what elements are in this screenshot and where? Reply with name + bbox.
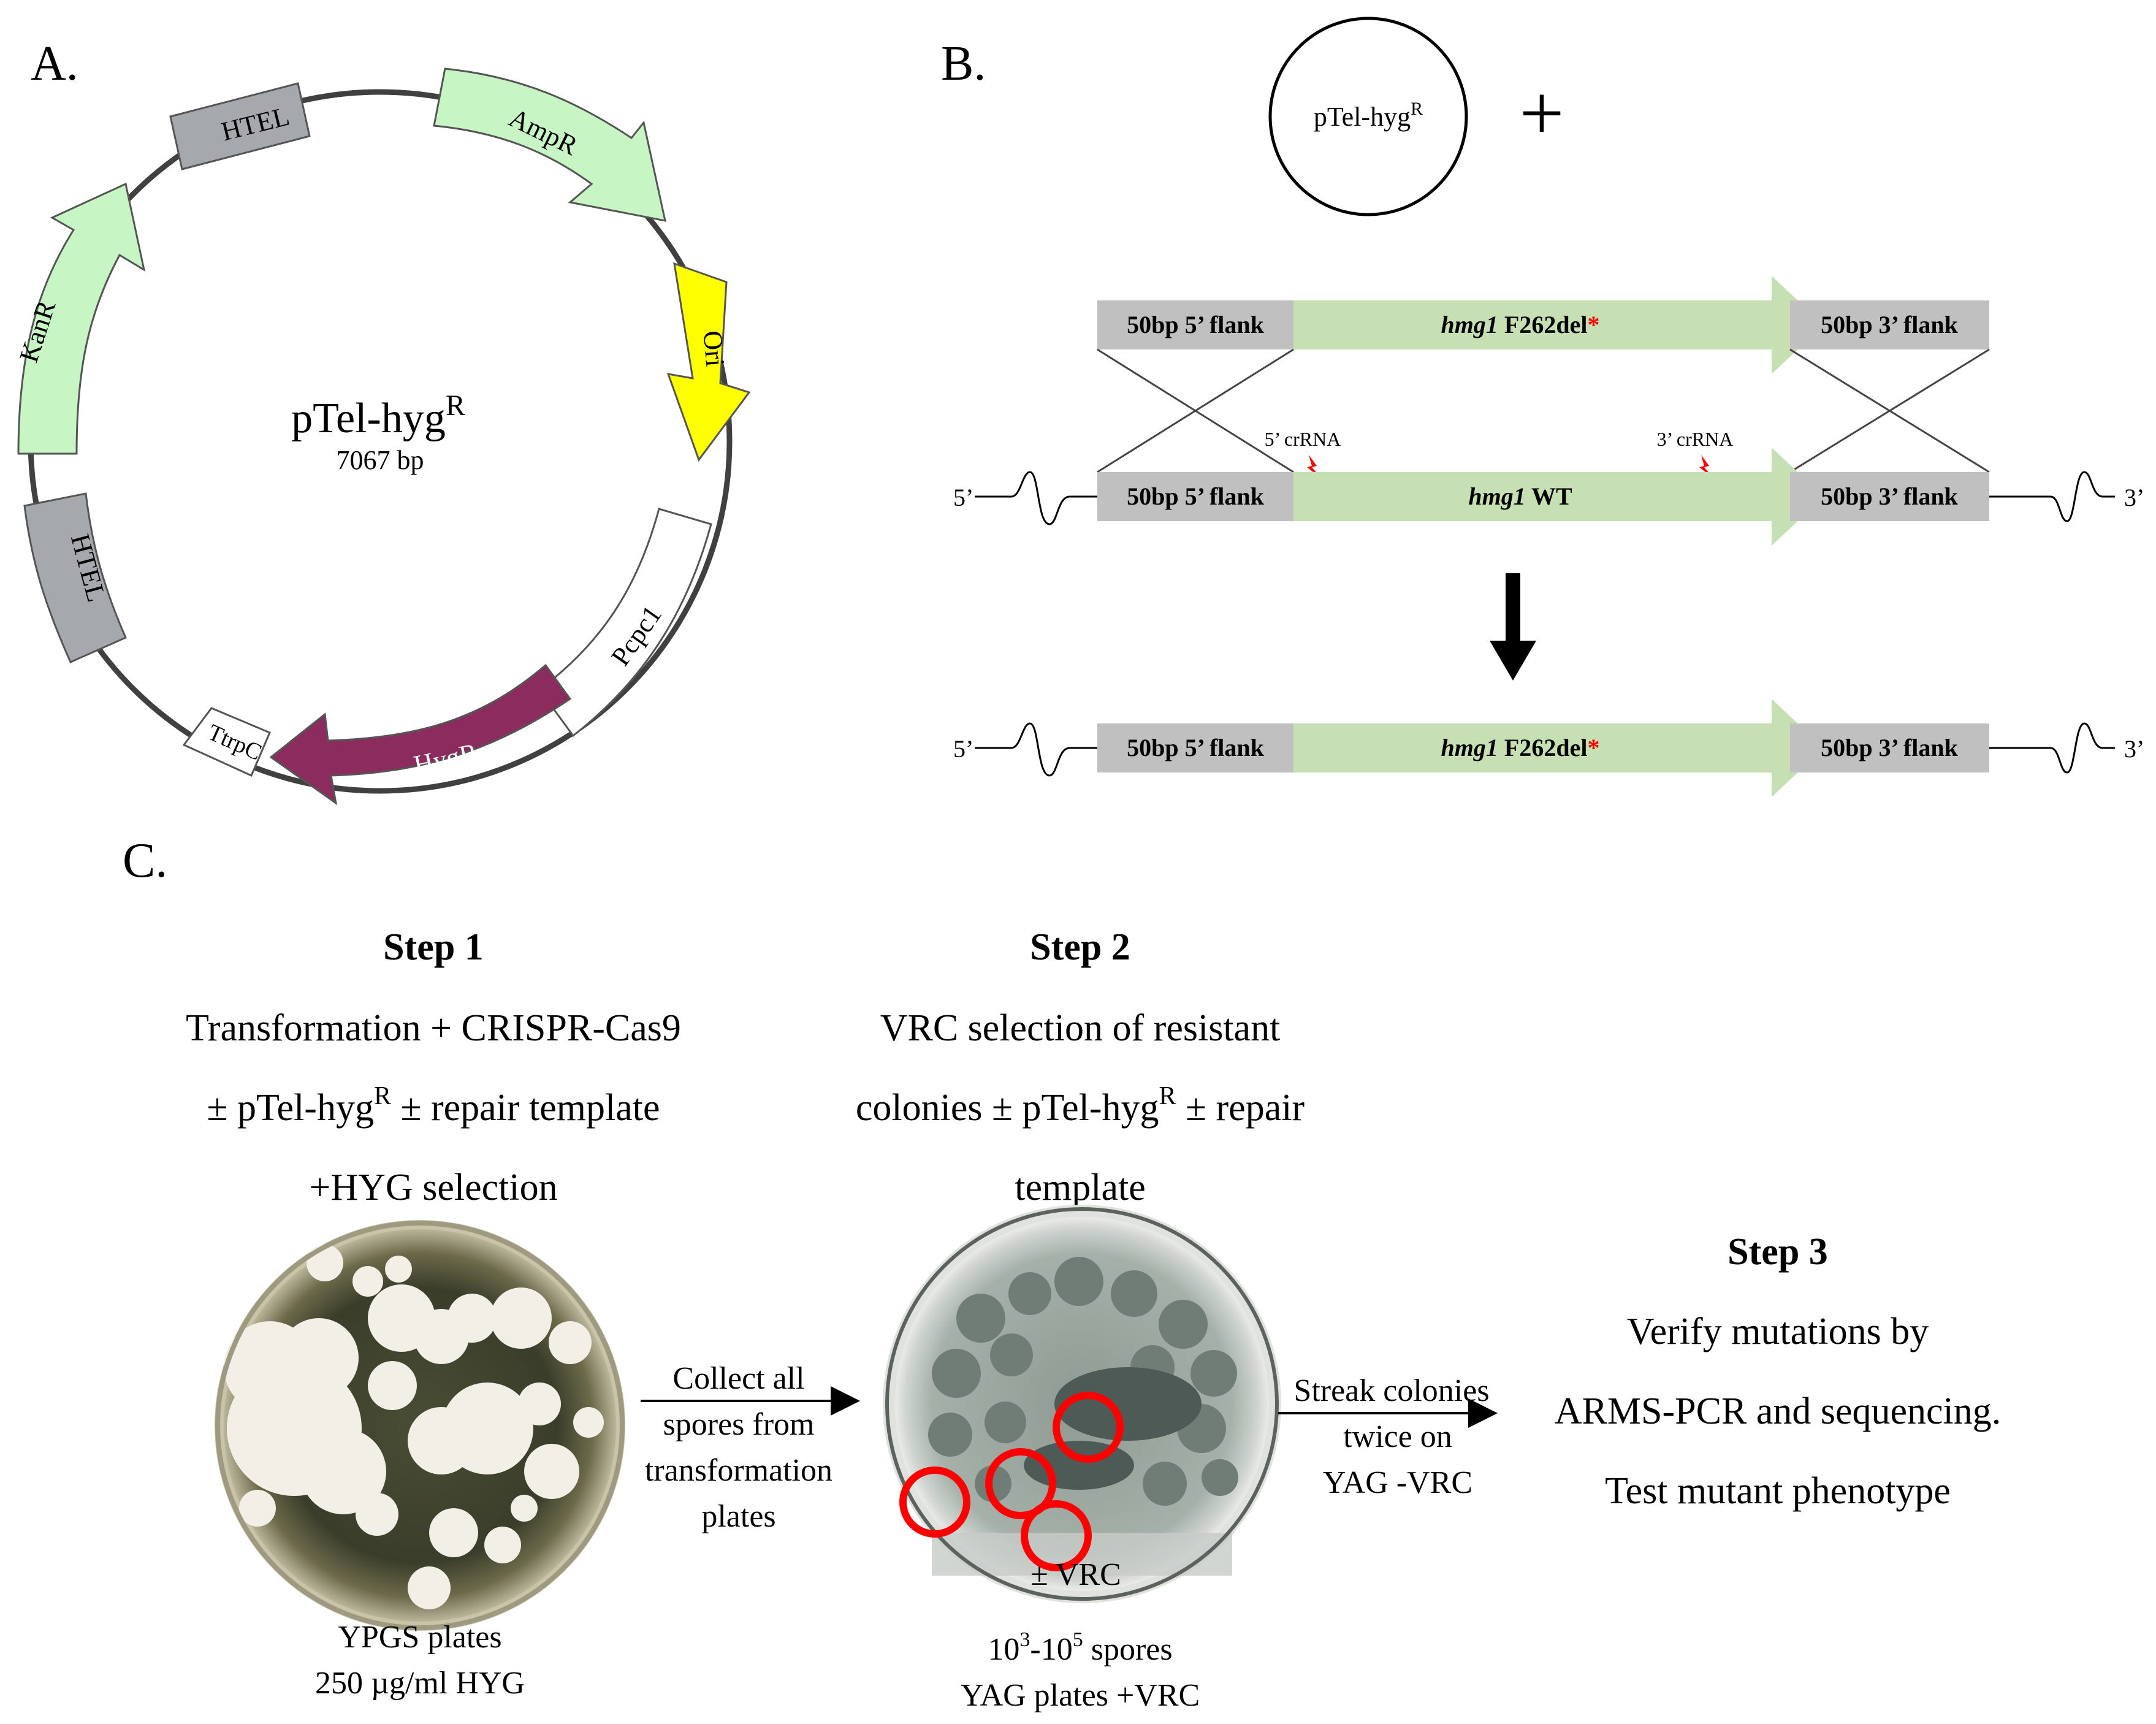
panel-b-label: B. [941,37,986,91]
step2-line3: template [1015,1167,1145,1208]
end5-label-2: 5’ [953,484,973,511]
gene-label-3: hmg1 F262del* [1441,734,1600,761]
arrow1: Collect all spores from transformation p… [641,1361,860,1534]
gene-arrow-2 [1293,448,1824,546]
dna-squiggle-3-2 [1989,471,2115,522]
step2-caption2: YAG plates +VRC [961,1678,1200,1713]
step3-line3: Test mutant phenotype [1605,1470,1951,1512]
flank3-box-3 [1790,723,1989,772]
dna-squiggle-5-2 [975,471,1097,525]
feature-kanr: KanR [13,182,146,455]
step1-line2: ± pTel-hygR ± repair template [207,1082,660,1129]
flank5-box-3 [1097,723,1293,772]
wildtype-row: 5’ 50bp 5’ flank hmg1 WT 50bp 3’ flank 3… [953,448,2144,546]
arrow2-line2: twice on [1343,1419,1452,1454]
plus-sign: + [1519,69,1564,158]
step2-line1: VRC selection of resistant [880,1007,1281,1049]
gene-label-2: hmg1 WT [1468,482,1572,510]
flank5-label-1: 50bp 5’ flank [1127,311,1265,338]
step3-line2: ARMS-PCR and sequencing. [1555,1390,2002,1432]
step2-caption1: 103-105 spores [988,1628,1172,1667]
feature-hygr: HygR [269,663,572,806]
arrow1-line3: transformation [645,1453,832,1488]
repair-template-row: 50bp 5’ flank hmg1 F262del* 50bp 3’ flan… [1097,276,1989,374]
flank3-box-1 [1790,300,1989,349]
crrna5-cut-icon [1307,455,1321,478]
dna-squiggle-5-3 [975,722,1097,777]
step1-caption1: YPGS plates [338,1620,501,1655]
step2: Step 2 VRC selection of resistant coloni… [856,926,1305,1713]
edited-row: 5’ 50bp 5’ flank hmg1 F262del* 50bp 3’ f… [953,699,2144,797]
plasmid-circle-b [1268,17,1468,216]
crossover-lines [1097,348,1990,473]
arrow1-line1: Collect all [672,1361,804,1396]
end5-label-3: 5’ [953,735,973,763]
flank5-label-2: 50bp 5’ flank [1127,482,1265,510]
step1-caption2: 250 µg/ml HYG [315,1666,525,1701]
arrow2: Streak colonies twice on YAG -VRC [1278,1373,1498,1500]
flank5-box-2 [1097,472,1293,521]
flank5-box-1 [1097,300,1293,349]
selected-colony-circles [899,1392,1124,1571]
step1-line1: Transformation + CRISPR-Cas9 [186,1007,681,1049]
feature-htel-top: HTEL [169,82,311,170]
flank5-label-3: 50bp 5’ flank [1127,734,1265,761]
step3-line1: Verify mutations by [1627,1311,1929,1352]
crrna3-label: 3’ crRNA [1657,428,1734,450]
step2-line2: colonies ± pTel-hygR ± repair [856,1082,1305,1129]
flank3-label-2: 50bp 3’ flank [1821,482,1959,510]
end3-label-2: 3’ [2124,484,2144,511]
arrow2-line1: Streak colonies [1293,1373,1489,1408]
step3: Step 3 Verify mutations by ARMS-PCR and … [1555,1231,2002,1512]
flank3-label-1: 50bp 3’ flank [1821,311,1959,338]
plasmid-size: 7067 bp [337,445,424,475]
feature-ampr: AmpR [433,67,666,222]
panel-c: C. Step 1 Transformation + CRISPR-Cas9 ±… [123,834,2001,1713]
dna-squiggle-3-3 [1989,722,2115,774]
plasmid-name: pTel-hygR [291,389,465,442]
flank3-label-3: 50bp 3’ flank [1821,734,1959,761]
gene-label-1: hmg1 F262del* [1441,311,1600,338]
step2-title: Step 2 [1030,926,1130,968]
arrow1-line4: plates [701,1499,775,1534]
crrna5-label: 5’ crRNA [1265,428,1341,450]
end3-label-3: 3’ [2124,735,2144,763]
gene-arrow-3 [1293,699,1824,797]
yag-plate-image [883,1205,1281,1603]
feature-ori: Ori [666,262,751,462]
ori-label: Ori [697,329,730,368]
step3-title: Step 3 [1727,1231,1828,1273]
feature-htel-left: HTEL [23,492,127,663]
step1-title: Step 1 [383,926,484,968]
plasmid-name-b: pTel-hygR [1314,99,1423,132]
flank3-box-2 [1790,472,1989,521]
panel-a-label: A. [31,37,78,91]
panel-a: A. HTEL AmpR Ori Pcpc1 HygR [13,37,751,806]
arrow2-line3: YAG -VRC [1323,1465,1472,1500]
arrow1-line2: spores from [663,1407,815,1442]
panel-c-label: C. [123,834,167,888]
feature-ttrpc: TtrpC [182,707,271,777]
crrna3-cut-icon [1699,455,1713,478]
step1-line3: +HYG selection [309,1167,557,1208]
gene-arrow-1 [1293,276,1824,374]
vrc-plate-label: ± VRC [1030,1557,1121,1592]
ypgs-plate-image [215,1220,625,1631]
down-arrow [1490,573,1536,681]
panel-b: B. pTel-hygR + 50bp 5’ flank hmg1 F262de… [941,17,2144,797]
step1: Step 1 Transformation + CRISPR-Cas9 ± pT… [186,926,681,1701]
